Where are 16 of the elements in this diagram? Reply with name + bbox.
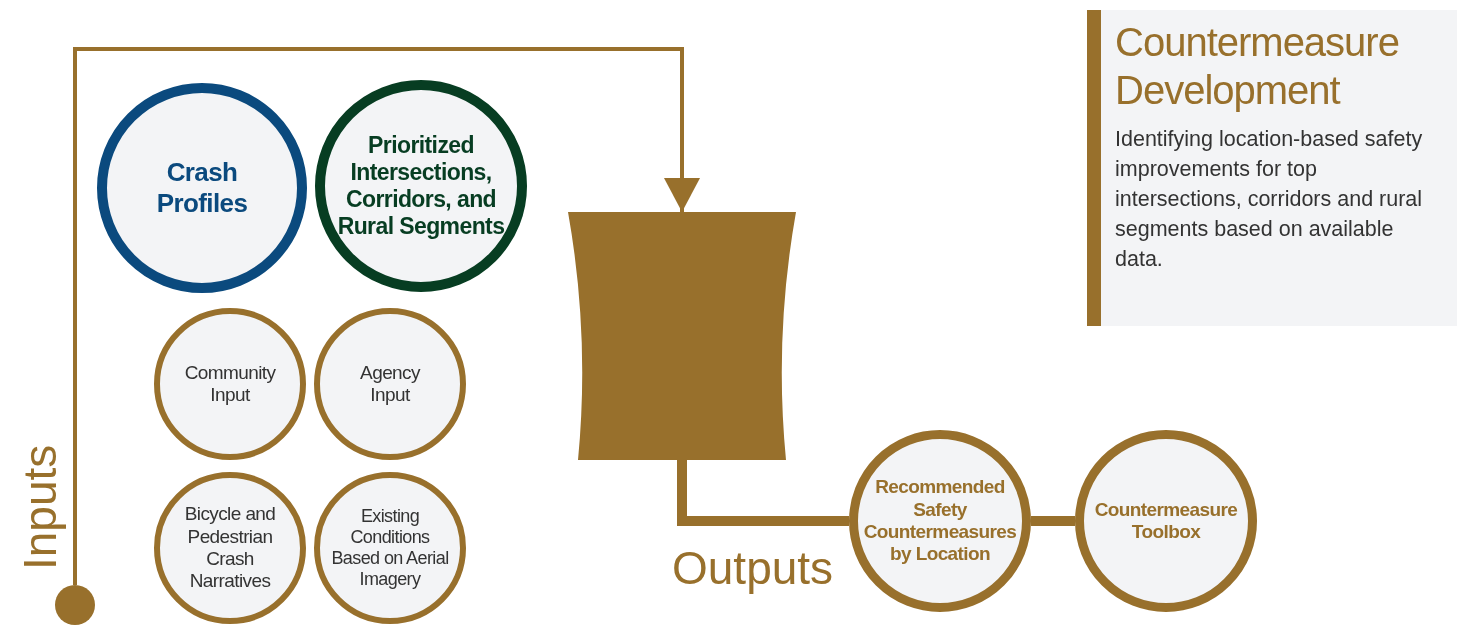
connector-line <box>73 47 700 585</box>
circle-label: Recommended Safety Countermeasures by Location <box>862 476 1018 566</box>
funnel-shape <box>568 212 796 460</box>
circle-label: Prioritized Intersections, Corridors, and Rural Segments <box>336 131 506 241</box>
circle-label: Countermeasure Toolbox <box>1093 498 1239 544</box>
circle-label: Bicycle and Pedestrian Crash Narratives <box>183 503 277 593</box>
circle-label: Agency Input <box>359 361 422 407</box>
circle-label: Crash Profiles <box>155 157 249 219</box>
description-panel <box>1087 10 1457 326</box>
connector-line <box>677 460 849 526</box>
circle-label: Community Input <box>183 361 277 407</box>
connector-line <box>1031 516 1075 526</box>
circle-label: Existing Conditions Based on Aerial Imagery <box>330 505 450 591</box>
start-dot <box>55 585 95 625</box>
panel-description: Identifying location-based safety improvements for top intersections, corridors and rural segments based on available data. <box>1115 126 1424 274</box>
panel-title: Countermeasure Development <box>1115 19 1400 114</box>
